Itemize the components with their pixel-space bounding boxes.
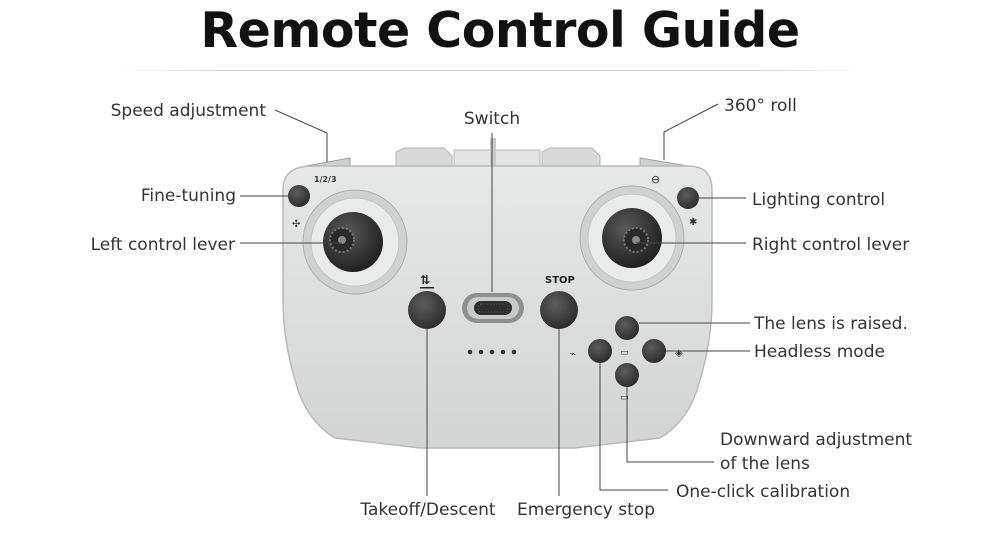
indicator-lights: [467, 349, 517, 355]
speed-marker-text: 1/2/3: [314, 175, 337, 184]
rotate-360-icon: ⊖: [651, 173, 660, 186]
right-control-lever[interactable]: [579, 185, 685, 291]
camera-down-icon: ▭: [620, 393, 629, 403]
power-switch[interactable]: [462, 293, 524, 323]
label-speed-adjustment: Speed adjustment: [111, 101, 267, 121]
label-headless-mode: Headless mode: [754, 342, 885, 362]
camera-up-icon: ▭: [620, 348, 629, 358]
stop-label: STOP: [545, 275, 575, 286]
left-control-lever[interactable]: [302, 189, 408, 295]
calibration-button[interactable]: [588, 339, 612, 363]
label-fine-tuning: Fine-tuning: [141, 186, 236, 206]
controller-top-tabs: [395, 138, 601, 169]
label-emergency-stop: Emergency stop: [517, 500, 655, 520]
lens-down-button[interactable]: [615, 363, 639, 387]
label-lighting-control: Lighting control: [752, 190, 885, 210]
label-downward-adjustment-2: of the lens: [720, 454, 810, 474]
label-lens-raised: The lens is raised.: [753, 314, 908, 334]
headless-mode-icon: ◈: [675, 348, 683, 359]
lighting-control-button[interactable]: [677, 187, 699, 209]
takeoff-descent-button[interactable]: [408, 291, 446, 329]
page-title: Remote Control Guide: [200, 2, 800, 59]
fine-tuning-button[interactable]: [288, 185, 310, 207]
emergency-stop-button[interactable]: [540, 291, 578, 329]
calibration-icon: ⌁: [570, 349, 576, 360]
label-downward-adjustment-1: Downward adjustment: [720, 430, 912, 450]
leader-lines: [240, 103, 750, 496]
light-bulb-icon: ✱: [689, 217, 697, 228]
label-takeoff-descent: Takeoff/Descent: [359, 500, 496, 520]
drone-fine-tune-icon: ✣: [292, 219, 300, 230]
lens-up-button[interactable]: [615, 316, 639, 340]
label-one-click-calibration: One-click calibration: [676, 482, 850, 502]
label-left-control-lever: Left control lever: [91, 235, 235, 255]
headless-mode-button[interactable]: [642, 339, 666, 363]
takeoff-landing-icon: ⇅: [420, 273, 430, 287]
label-360-roll: 360° roll: [724, 96, 797, 116]
label-right-control-lever: Right control lever: [752, 235, 909, 255]
label-switch: Switch: [464, 109, 520, 129]
title-divider: [115, 70, 865, 71]
